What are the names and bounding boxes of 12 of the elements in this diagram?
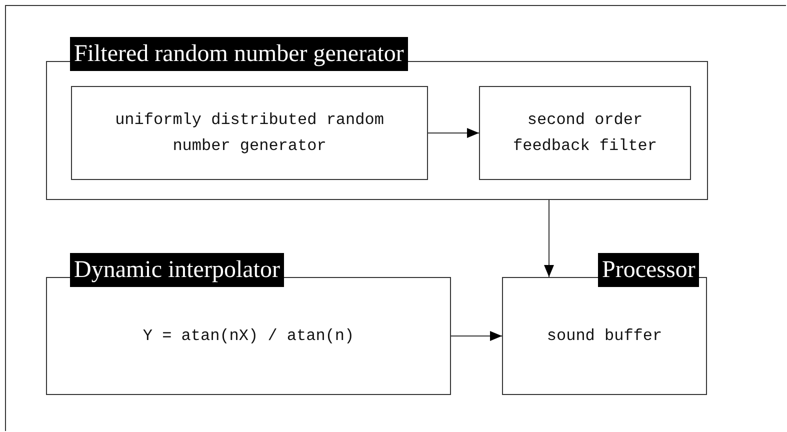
module-title: Dynamic interpolator <box>70 253 284 287</box>
arrow <box>450 331 502 341</box>
process-box <box>71 86 428 180</box>
arrow <box>544 200 554 278</box>
arrow <box>428 128 480 138</box>
process-box <box>479 86 691 180</box>
module-title: Processor <box>598 253 700 287</box>
box-text: Y = atan(nX) / atan(n) <box>142 326 356 347</box>
box-text: uniformly distributed random number generator <box>114 110 385 157</box>
module-title: Filtered random number generator <box>70 37 408 71</box>
box-text: sound buffer <box>546 326 664 347</box>
box-text: second order feedback filter <box>512 110 658 157</box>
